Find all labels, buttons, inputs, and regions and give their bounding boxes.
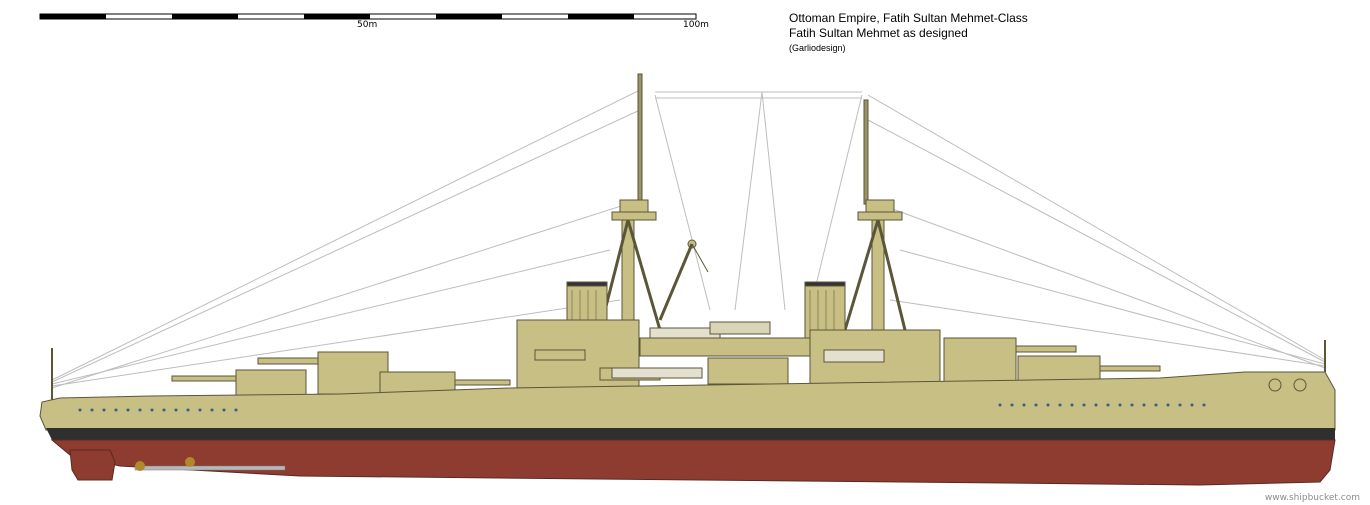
mainmast (843, 99, 907, 331)
title-block: Ottoman Empire, Fatih Sultan Mehmet-Clas… (789, 11, 1028, 55)
propeller-shafts (134, 457, 286, 471)
hawse-pipes (1268, 378, 1307, 392)
boot-top (46, 428, 1335, 440)
scale-label-50m: 50m (357, 20, 378, 30)
title-line-2: Fatih Sultan Mehmet as designed (789, 26, 968, 40)
hull-lower (50, 439, 1336, 486)
flagstaffs (51, 340, 1326, 400)
foremast (598, 73, 709, 341)
scuttles (78, 403, 1206, 412)
shipbucket-watermark: www.shipbucket.com (1264, 493, 1360, 503)
artist-credit: (Garliodesign) (789, 43, 846, 53)
rudder (69, 449, 116, 481)
scale-label-100m: 100m (683, 20, 709, 30)
rigging (51, 89, 1326, 389)
superstructure (516, 319, 941, 391)
title-line-1: Ottoman Empire, Fatih Sultan Mehmet-Clas… (789, 11, 1028, 25)
hull-upper (39, 371, 1336, 431)
scale-bar-graphic (39, 13, 697, 20)
